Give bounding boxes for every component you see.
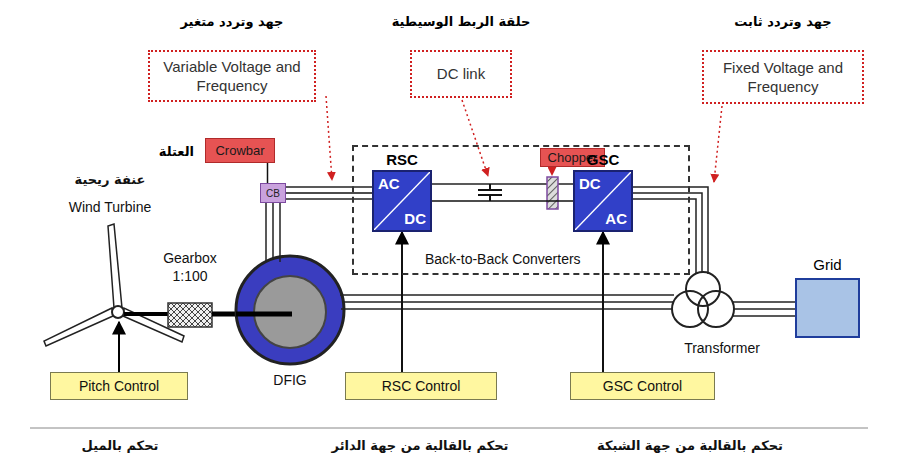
part-label: Wind Turbine [69,199,151,215]
node-heading: GSC [587,151,620,168]
callout-box: حلقة الربط الوسيطيةDC link [410,50,512,98]
node-text: Grid [813,256,841,273]
control-arrow [602,232,604,372]
node-text: AC [605,210,627,227]
crowbar-box: العتلةCrowbar [205,138,275,163]
converter-box: GSCDCAC [573,170,633,232]
node-text: DC [404,210,426,227]
wire-connector [432,200,573,202]
control-box: Pitch Control [50,372,188,400]
node-text: RSC Control [382,378,461,394]
control-box: RSC Control [345,372,497,400]
node-text: CB [266,188,280,199]
node-heading: حلقة الربط الوسيطية [392,14,531,29]
part-label: Transformer [684,340,760,356]
part-label: DFIG [273,372,306,388]
node-text: DC link [437,64,485,84]
node-heading: العتلة [159,143,194,158]
node-text: Crowbar [215,143,264,158]
part-label: تحكم بالقالبة من جهة الشبكة [597,438,783,453]
wire-connector [267,163,269,183]
grid-box: Grid [795,278,860,338]
node-text: AC [378,175,400,192]
part-label: 1:100 [172,268,207,284]
node-text: Fixed Voltage and Frequency [704,58,862,97]
converter-box: RSCACDC [372,170,432,232]
node-text: Variable Voltage and Frequency [150,57,314,96]
node-text: Pitch Control [79,378,159,394]
node-text: DC [579,175,601,192]
node-heading: RSC [386,151,418,168]
node-text: GSC Control [603,378,682,394]
part-label: تحكم بالقالبة من جهة الدائر [332,438,509,453]
part-label: عنفة ريحية [75,172,146,187]
node-heading: جهد وتردد ثابت [734,14,831,29]
breaker-box: CB [260,183,286,203]
part-label: Gearbox [163,250,217,266]
control-arrow [401,232,403,372]
callout-box: جهد وتردد متغيرVariable Voltage and Freq… [148,50,316,102]
part-label: تحكم بالميل [82,438,159,453]
node-heading: جهد وتردد متغير [181,14,284,29]
control-box: GSC Control [570,372,715,400]
wire-connector [286,192,372,194]
node-text: Back-to-Back Converters [422,251,584,267]
converter-group: Back-to-Back Converters RSC AC DC GSC DC AC [352,145,690,275]
callout-box: جهد وتردد ثابتFixed Voltage and Frequenc… [702,50,864,104]
